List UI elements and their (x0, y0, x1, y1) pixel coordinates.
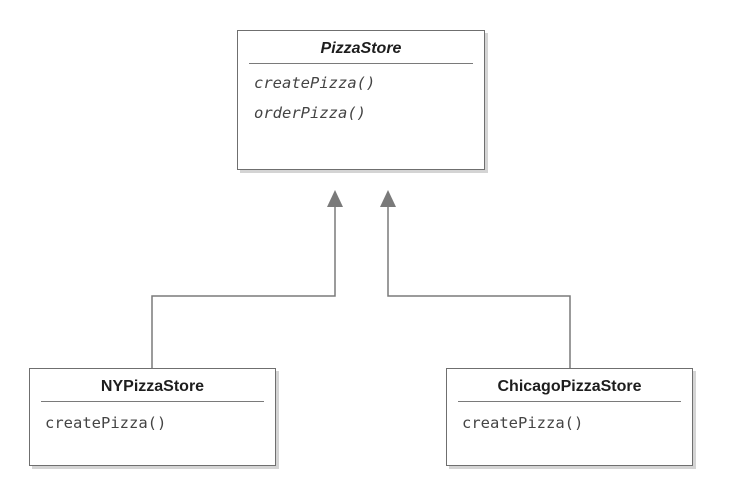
method-order-pizza: orderPizza() (254, 104, 366, 122)
class-divider (41, 401, 264, 402)
chicago-inheritance-line (387, 206, 571, 368)
class-divider (249, 63, 473, 64)
class-name: NYPizzaStore (100, 378, 205, 395)
method-list: createPizza() orderPizza() (238, 64, 484, 128)
ny-inheritance-arrowhead (327, 190, 343, 207)
ny-inheritance-line (151, 206, 336, 368)
method-list: createPizza() (447, 402, 692, 438)
method-create-pizza: createPizza() (254, 74, 376, 92)
class-name: PizzaStore (320, 40, 402, 57)
method-create-pizza: createPizza() (45, 414, 167, 432)
pizza-store-class: PizzaStore createPizza() orderPizza() (237, 30, 485, 170)
method-create-pizza: createPizza() (462, 414, 584, 432)
chicago-inheritance-arrowhead (380, 190, 396, 207)
chicago-pizza-store-class: ChicagoPizzaStore createPizza() (446, 368, 693, 466)
class-name: ChicagoPizzaStore (497, 378, 642, 395)
method-list: createPizza() (30, 402, 275, 438)
class-divider (458, 401, 681, 402)
ny-pizza-store-class: NYPizzaStore createPizza() (29, 368, 276, 466)
